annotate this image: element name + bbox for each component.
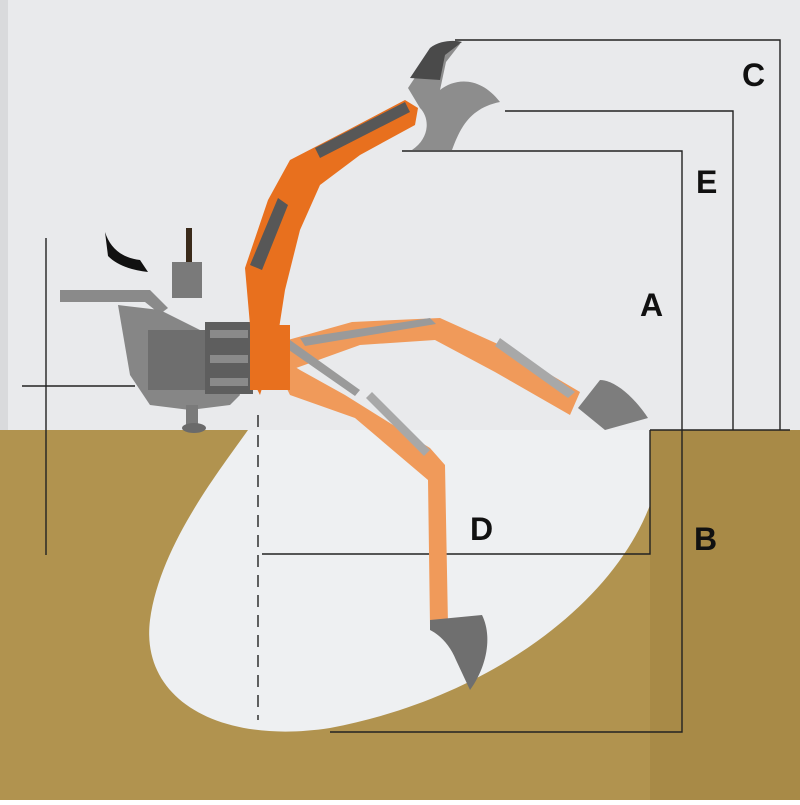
label-c: C [742, 57, 765, 93]
main-stick-cylinder [315, 102, 410, 158]
ghost-cylinder-deep-2 [366, 392, 430, 456]
ghost-cylinder-stick [495, 338, 575, 398]
main-boom [245, 100, 418, 395]
label-a: A [640, 287, 663, 323]
main-arm-raised [245, 40, 500, 395]
control-box [172, 262, 202, 298]
excavation-area [149, 430, 651, 732]
ghost-cylinder-upper [300, 318, 436, 346]
dimension-labels: C E A D B [470, 57, 765, 557]
engine-block [148, 330, 208, 390]
tow-handle [60, 290, 168, 314]
dimension-e-line [505, 110, 734, 430]
boom-base [250, 325, 290, 390]
label-e: E [696, 164, 717, 200]
machine-body [60, 228, 253, 433]
bucket-teeth [410, 40, 462, 80]
main-boom-cylinder [250, 198, 288, 270]
label-d: D [470, 511, 493, 547]
ghost-cylinder-deep [286, 340, 360, 396]
dimension-d-line [262, 430, 651, 555]
housing-band-3 [210, 378, 248, 386]
ghost-boom-upper [270, 318, 580, 415]
dimension-a-line [330, 150, 683, 733]
ghost-bucket-deep [430, 615, 488, 690]
ghost-bucket-ground [578, 380, 648, 430]
ghost-arm-ground-reach [270, 318, 648, 430]
left-edge-strip [0, 0, 8, 800]
label-b: B [694, 521, 717, 557]
operator-seat [105, 232, 148, 272]
dimension-c-line [455, 39, 781, 430]
support-foot [186, 405, 198, 427]
housing-band-1 [210, 330, 248, 338]
ground-right-column [650, 430, 800, 800]
dimension-lines [22, 39, 790, 733]
support-pad [182, 423, 206, 433]
housing-band-2 [210, 355, 248, 363]
control-lever [186, 228, 192, 268]
